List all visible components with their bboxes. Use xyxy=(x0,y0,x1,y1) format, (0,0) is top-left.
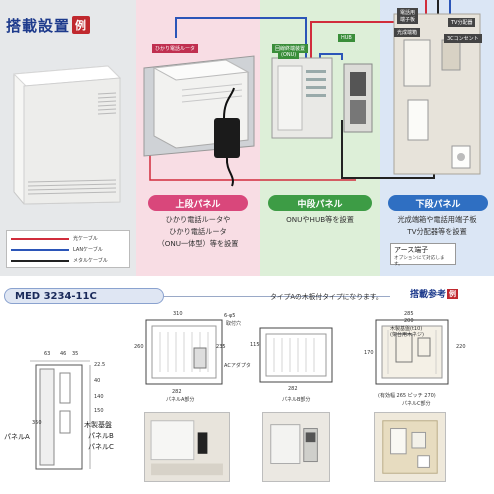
dim-label: 46 xyxy=(60,351,67,357)
dim-label: 150 xyxy=(94,408,104,414)
desc-line: TV分配器等を設置 xyxy=(407,227,467,236)
dim-label: 310 xyxy=(173,311,183,317)
fiber-box-callout: 光成端箱 xyxy=(394,28,421,37)
reference-text: 搭載参考 xyxy=(410,290,447,300)
reference-label: 搭載参考例 xyxy=(410,287,459,300)
page-title-text: 搭載設置 xyxy=(6,17,71,35)
panel-b-caption: パネルB部分 xyxy=(282,397,311,403)
dim-label: 220 xyxy=(456,344,466,350)
lower-panel-desc: 光成端箱や電話用端子板 TV分配器等を設置 xyxy=(380,214,494,238)
legend-swatch xyxy=(11,237,69,240)
type-note: タイプAの木板付タイプになります。 xyxy=(270,293,383,301)
title-badge: 例 xyxy=(72,16,91,34)
legend-item: LANケーブル xyxy=(11,244,125,255)
panel-a-label: パネルA xyxy=(4,433,30,441)
legend-item: 光ケーブル xyxy=(11,233,125,244)
dim-label: 木製基盤(t10) xyxy=(390,326,423,332)
dim-label: 282 xyxy=(172,389,182,395)
dim-label: (架台用木ネジ) xyxy=(390,332,424,338)
panel-b-photo xyxy=(262,412,330,482)
panel-c-drawing xyxy=(375,319,449,385)
dim-label: 35 xyxy=(72,351,79,357)
cable-legend: 光ケーブル LANケーブル メタルケーブル xyxy=(6,230,130,268)
desc-line: ひかり電話ルータ xyxy=(169,227,227,236)
lower-panel-label: 下段パネル xyxy=(388,195,488,211)
panel-c-photo xyxy=(374,412,446,482)
middle-panel-desc: ONUやHUB等を設置 xyxy=(262,214,378,226)
dim-label: 115 xyxy=(250,342,260,348)
panel-b-drawing xyxy=(259,327,333,383)
legend-label: 光ケーブル xyxy=(73,236,98,242)
dim-label: 260 xyxy=(134,344,144,350)
legend-label: メタルケーブル xyxy=(73,258,108,264)
panel-a-caption: パネルA部分 xyxy=(166,397,195,403)
legend-swatch xyxy=(11,259,69,262)
dim-label: 取付穴 xyxy=(226,321,242,327)
panel-b-label: パネルB xyxy=(88,432,114,440)
panel-a-photo xyxy=(144,412,230,482)
side-view-drawing xyxy=(30,360,91,470)
reference-badge: 例 xyxy=(447,289,459,299)
model-number: MED 3234-11C xyxy=(4,288,164,304)
desc-line: （ONU一体型）等を設置 xyxy=(157,239,239,248)
phone-terminal-callout-sub: 端子板 xyxy=(397,15,419,24)
legend-swatch xyxy=(11,248,69,251)
dim-label: 282 xyxy=(288,386,298,392)
dim-label: ACアダプタ xyxy=(224,363,251,369)
dim-label: 285 xyxy=(404,311,414,317)
devices-illustration xyxy=(143,0,481,187)
dim-label: 6-φ5 xyxy=(224,313,236,319)
phone-terminal-callout: 電話用 xyxy=(397,8,419,17)
cabinet-photo xyxy=(12,65,122,205)
earth-sub: オプションにて対応します。 xyxy=(394,256,445,267)
earth-title: アース端子 xyxy=(394,246,429,254)
wood-base-label: 木製基盤 xyxy=(84,421,112,429)
panel-c-label: パネルC xyxy=(88,443,114,451)
dim-label: 22.5 xyxy=(94,362,106,368)
desc-line: ONUやHUB等を設置 xyxy=(286,215,354,224)
desc-line: ひかり電話ルータや xyxy=(165,215,231,224)
desc-line: 光成端箱や電話用端子板 xyxy=(397,215,477,224)
onu-callout-sub: (ONU) xyxy=(278,51,300,59)
panel-a-drawing xyxy=(145,319,223,385)
dim-label: 350 xyxy=(32,420,42,426)
earth-terminal-note: アース端子 オプションにて対応します。 xyxy=(390,243,456,267)
middle-panel-label: 中段パネル xyxy=(268,195,372,211)
dim-label: 140 xyxy=(94,394,104,400)
divider xyxy=(164,296,390,297)
legend-item: メタルケーブル xyxy=(11,255,125,266)
dim-label: (有効幅 265 ピッチ 270) xyxy=(378,393,436,399)
dim-label: 200 xyxy=(404,318,414,324)
legend-label: LANケーブル xyxy=(73,247,103,253)
panel-c-caption: パネルC部分 xyxy=(402,401,431,407)
page-title: 搭載設置例 xyxy=(6,15,91,36)
dim-label: 63 xyxy=(44,351,51,357)
dim-label: 235 xyxy=(216,344,226,350)
router-callout: ひかり電話ルータ xyxy=(152,44,199,53)
upper-panel-label: 上段パネル xyxy=(148,195,248,211)
upper-panel-desc: ひかり電話ルータや ひかり電話ルータ （ONU一体型）等を設置 xyxy=(140,214,256,250)
outlet-callout: 3Cコンセント xyxy=(444,34,482,43)
onu-callout: 回線終端装置 xyxy=(272,44,309,53)
dim-label: 40 xyxy=(94,378,101,384)
hub-callout: HUB xyxy=(338,34,355,42)
dim-label: 170 xyxy=(364,350,374,356)
tv-splitter-callout: TV分配器 xyxy=(448,18,476,27)
